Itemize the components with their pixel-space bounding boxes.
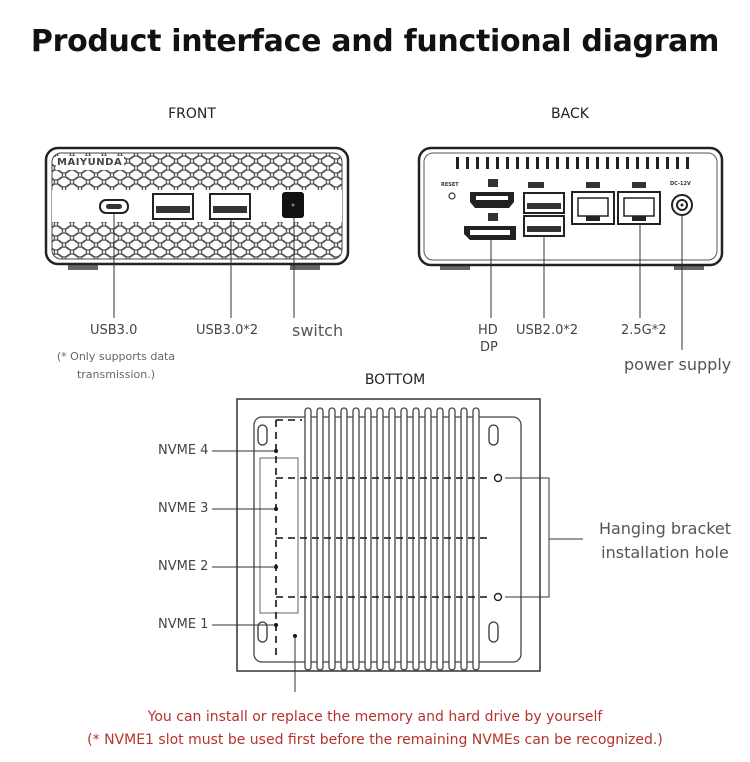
label-nvme-1: NVME 1: [158, 617, 209, 632]
page-title: Product interface and functional diagram: [30, 24, 720, 59]
bottom-heading: BOTTOM: [364, 372, 426, 388]
back-device: [417, 146, 724, 350]
label-switch: switch: [292, 321, 344, 340]
label-power-supply: power supply: [624, 355, 732, 374]
label-dp: DP: [480, 340, 498, 355]
footer-line-1: You can install or replace the memory an…: [147, 709, 603, 725]
label-lan: 2.5G*2: [621, 323, 667, 338]
label-nvme-3: NVME 3: [158, 501, 209, 516]
label-bracket-line1: Hanging bracket: [598, 519, 732, 538]
bracket-hole-top: [493, 473, 503, 483]
label-hd: HD: [478, 323, 498, 338]
front-note: (* Only supports data transmission.): [56, 350, 176, 381]
label-usb30-x2: USB3.0*2: [196, 323, 259, 338]
front-heading: FRONT: [168, 106, 216, 122]
label-usb30: USB3.0: [90, 323, 138, 338]
bottom-device: [212, 398, 583, 692]
bracket-hole-bottom: [493, 592, 503, 602]
label-bracket-line2: installation hole: [601, 543, 729, 562]
label-nvme-4: NVME 4: [158, 443, 209, 458]
front-device: [44, 146, 350, 318]
label-usb20-x2: USB2.0*2: [516, 323, 579, 338]
footer-line-2: (* NVME1 slot must be used first before …: [87, 732, 663, 748]
label-nvme-2: NVME 2: [158, 559, 209, 574]
brand-logo: MAIYUNDA: [57, 157, 123, 168]
dc-label: DC-12V: [670, 181, 691, 187]
back-heading: BACK: [551, 106, 589, 122]
reset-hole: [448, 192, 456, 200]
reset-label: RESET: [441, 182, 459, 188]
